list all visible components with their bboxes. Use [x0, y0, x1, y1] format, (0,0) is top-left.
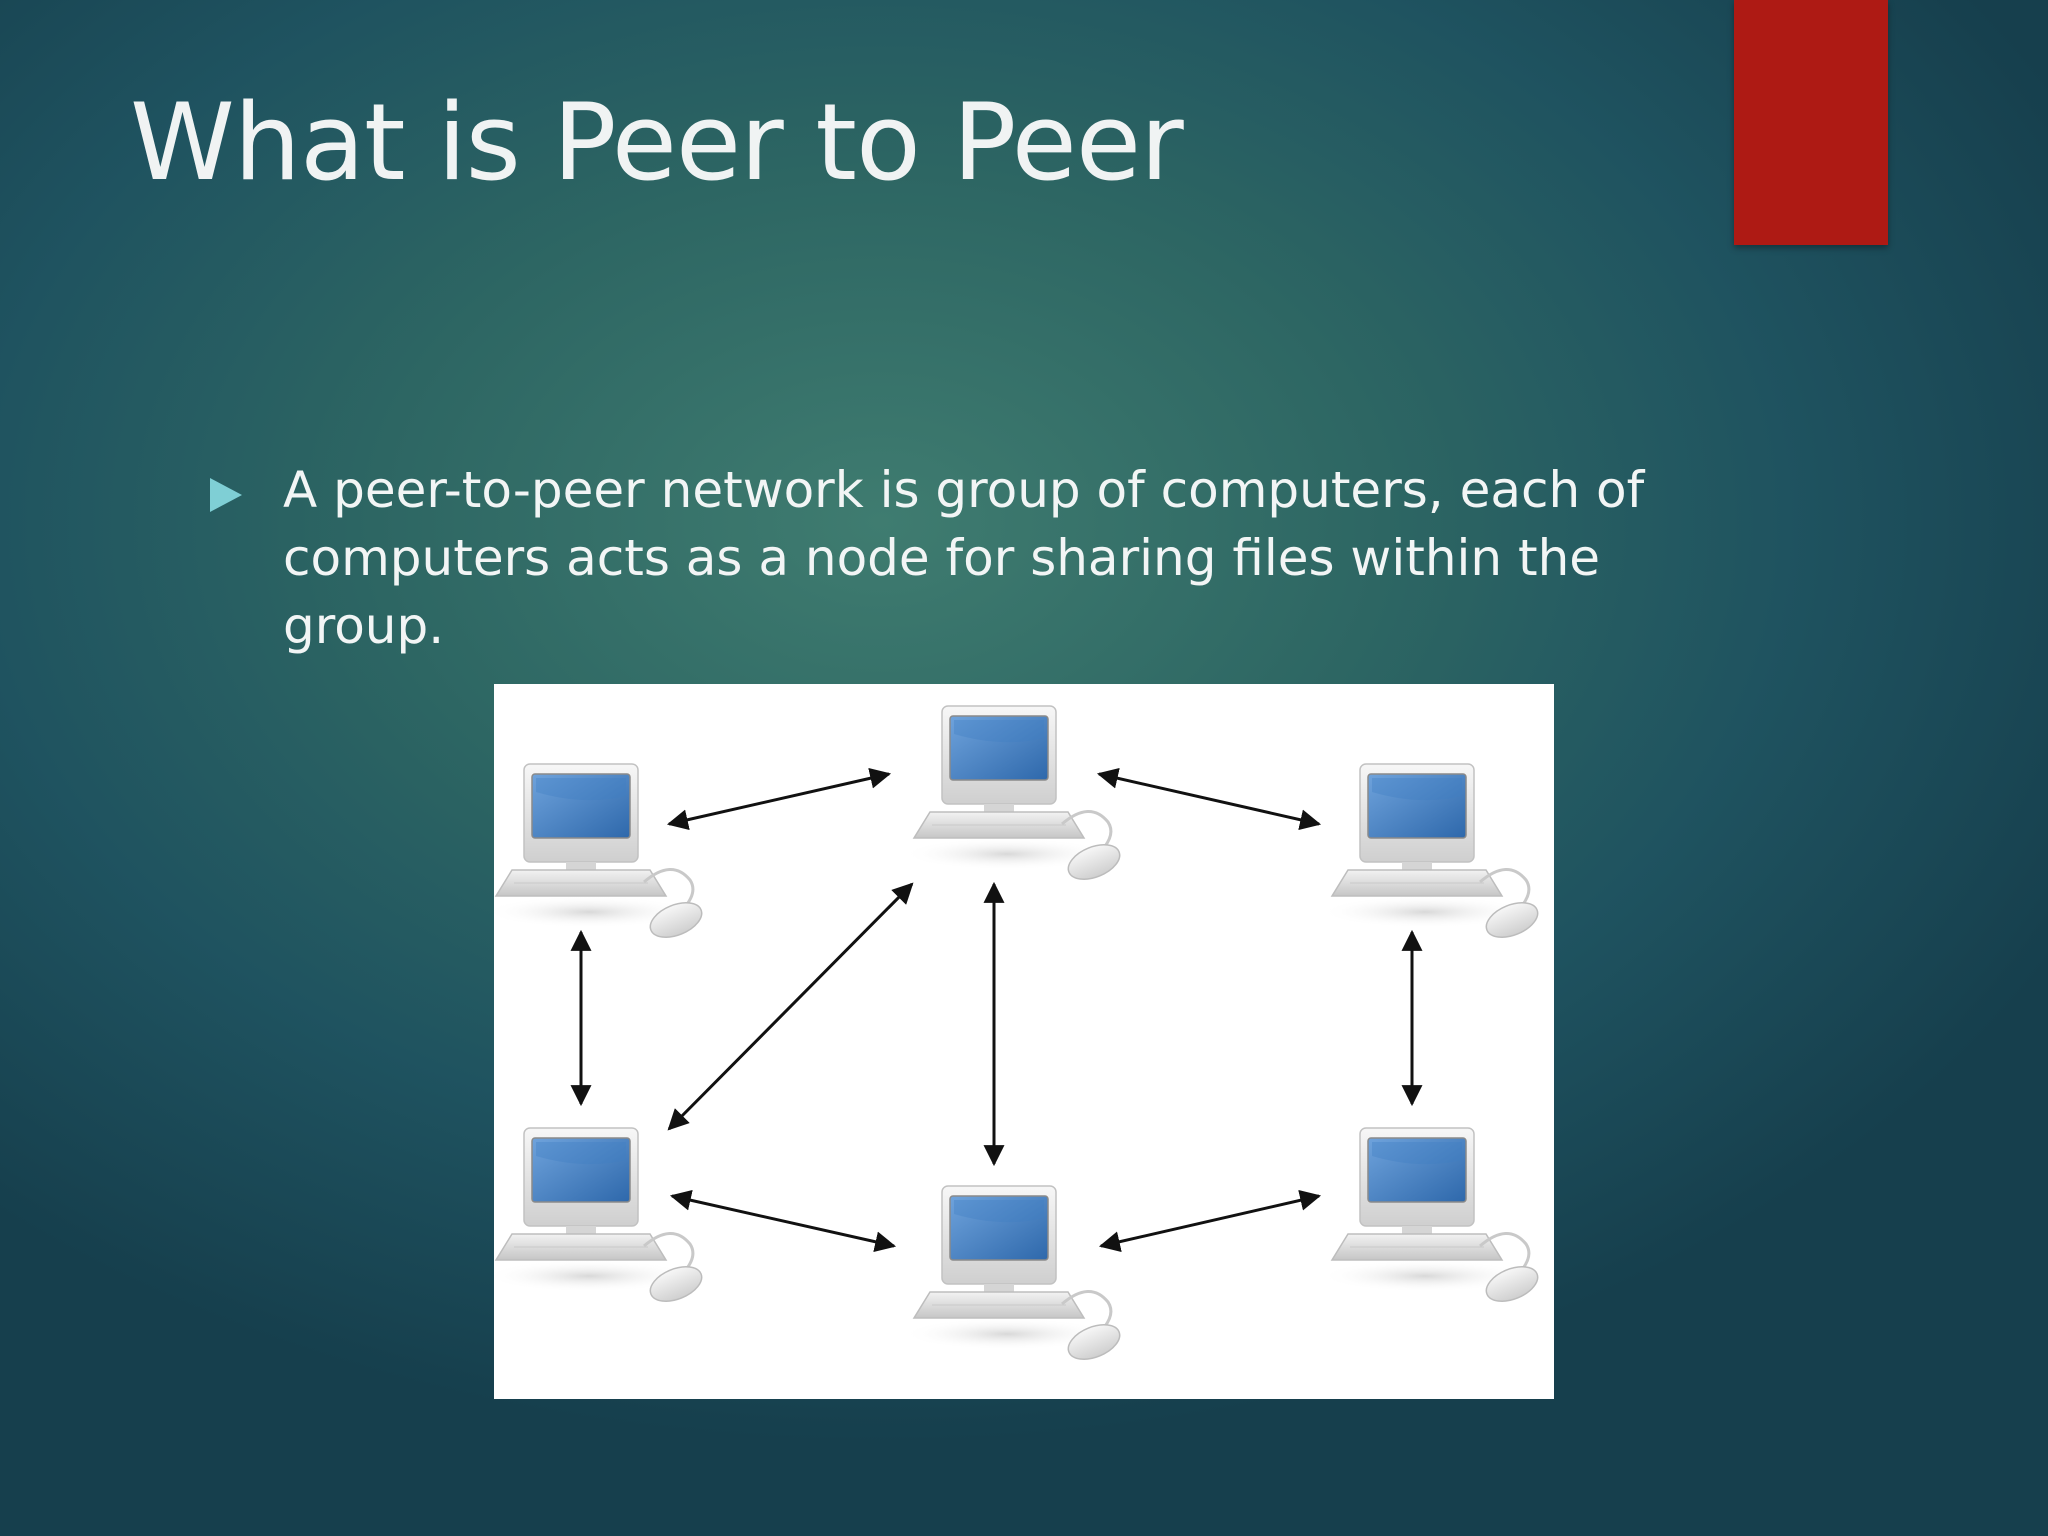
mouse [1485, 1266, 1539, 1302]
mouse-cable [643, 1232, 695, 1273]
monitor-screen [531, 773, 631, 839]
shadow [902, 1318, 1112, 1350]
mouse-cable [643, 868, 695, 909]
mouse [1067, 1324, 1121, 1360]
monitor-neck [566, 1226, 596, 1236]
link-arrow-top-center-top-right [1096, 767, 1322, 831]
monitor-screen [1367, 773, 1467, 839]
monitor-neck [984, 804, 1014, 814]
link-arrow-top-center-bottom-left [667, 882, 914, 1131]
shadow [494, 896, 694, 928]
screen-glare [536, 1142, 626, 1165]
mouse [1067, 844, 1121, 880]
monitor-neck [566, 862, 596, 872]
computer-icon-bottom-center [902, 1185, 1121, 1360]
shadow [494, 1260, 694, 1292]
diagram-canvas [494, 705, 1539, 1360]
computer-icon-top-right [1320, 763, 1539, 938]
monitor-screen [531, 1137, 631, 1203]
computer-icon-top-left [494, 763, 703, 938]
bullet-text: A peer-to-peer network is group of compu… [283, 461, 1645, 655]
accent-bar [1734, 0, 1888, 245]
bullet-item: A peer-to-peer network is group of compu… [208, 456, 1678, 660]
shadow [1320, 1260, 1530, 1292]
mouse-cable [1479, 1232, 1531, 1273]
computer-icon-top-center [902, 705, 1121, 880]
screen-glare [1372, 1142, 1462, 1165]
mouse [649, 902, 703, 938]
shadow [1320, 896, 1530, 928]
screen-glare [954, 720, 1044, 743]
mouse-cable [1061, 1290, 1113, 1331]
monitor-neck [1402, 862, 1432, 872]
mouse [1485, 902, 1539, 938]
screen-glare [954, 1200, 1044, 1223]
bullet-list: A peer-to-peer network is group of compu… [208, 456, 1678, 660]
slide-title: What is Peer to Peer [130, 81, 1184, 204]
p2p-network-diagram [494, 684, 1554, 1399]
shadow [902, 838, 1112, 870]
mouse-cable [1479, 868, 1531, 909]
monitor-neck [1402, 1226, 1432, 1236]
computer-icon-bottom-left [494, 1127, 703, 1302]
screen-glare [1372, 778, 1462, 801]
mouse [649, 1266, 703, 1302]
monitor-screen [949, 715, 1049, 781]
monitor-neck [984, 1284, 1014, 1294]
link-arrow-bottom-center-bottom-right [1098, 1189, 1322, 1253]
link-arrow-top-left-top-center [666, 767, 892, 831]
mouse-cable [1061, 810, 1113, 851]
screen-glare [536, 778, 626, 801]
link-arrow-bottom-left-bottom-center [669, 1189, 897, 1253]
computer-icon-bottom-right [1320, 1127, 1539, 1302]
monitor-screen [949, 1195, 1049, 1261]
monitor-screen [1367, 1137, 1467, 1203]
triangle-bullet-icon [210, 478, 242, 512]
